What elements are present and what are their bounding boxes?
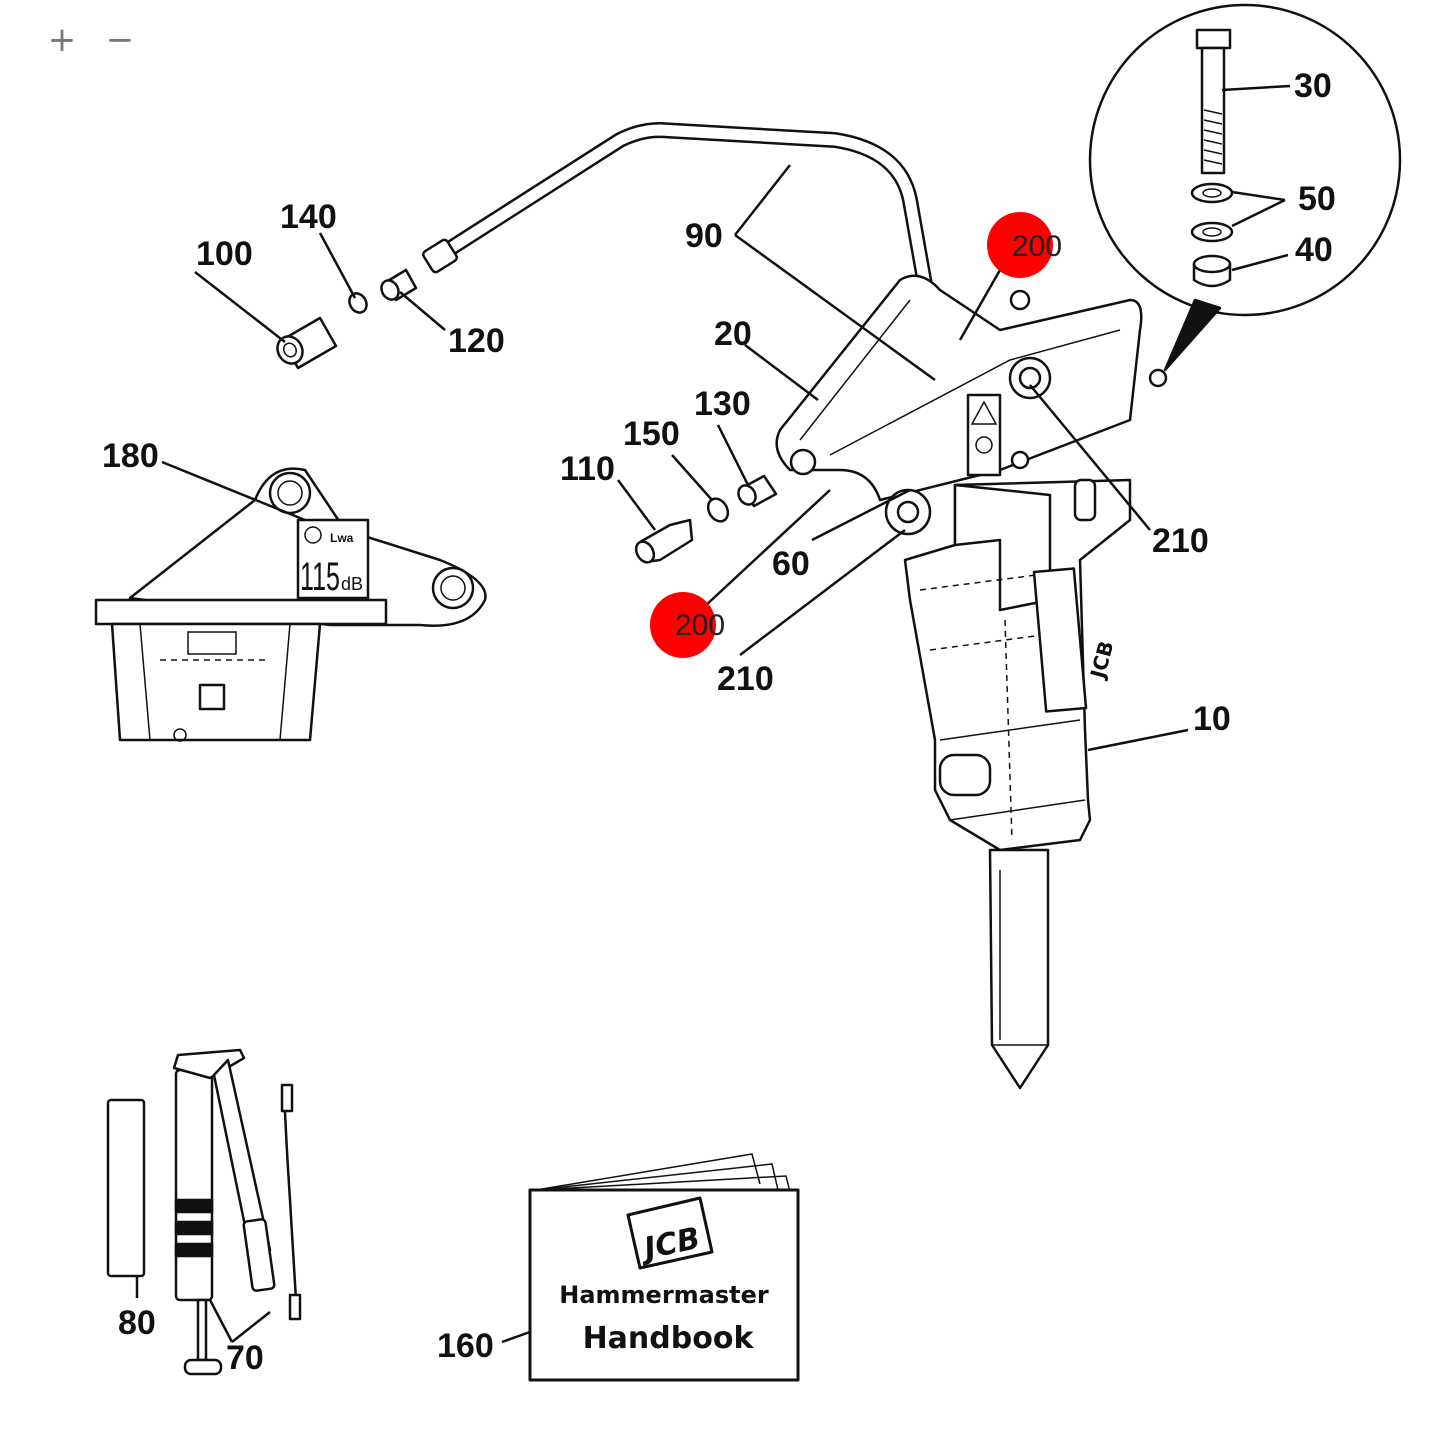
callout-labels: 30 50 40 90 20 140 100 120 130 150 110 6…: [102, 67, 1336, 1377]
callout-30: 30: [1294, 67, 1332, 105]
hotspot-label[interactable]: 200: [1012, 230, 1062, 263]
zoom-controls: + −: [44, 18, 138, 62]
zoom-out-button[interactable]: −: [102, 18, 138, 62]
callout-210-right: 210: [1152, 522, 1209, 560]
callout-150: 150: [623, 415, 680, 453]
hotspot-marker[interactable]: [650, 592, 716, 658]
callout-60: 60: [772, 545, 810, 583]
detail-inset: [1088, 3, 1402, 372]
callout-130: 130: [694, 385, 751, 423]
callout-180: 180: [102, 437, 159, 475]
cartridge-part-80: [106, 1098, 146, 1278]
hotspot-label[interactable]: 200: [675, 609, 725, 642]
oring-part-150: [706, 497, 730, 523]
fitting-part-110: [634, 518, 694, 564]
callout-140: 140: [280, 198, 337, 236]
grease-gun-part-70: [172, 1048, 302, 1376]
oring-part-140: [348, 292, 368, 314]
callout-20: 20: [714, 315, 752, 353]
adapter-part-130: [737, 474, 778, 508]
callout-40: 40: [1295, 231, 1333, 269]
leader-lines: [135, 84, 1291, 1344]
coupling-part-100: [276, 316, 338, 370]
callout-100: 100: [196, 235, 253, 273]
zoom-in-button[interactable]: +: [44, 18, 80, 62]
callout-90: 90: [685, 217, 723, 255]
callout-110: 110: [560, 450, 615, 488]
callout-210-left: 210: [717, 660, 774, 698]
book-title-line2: Handbook: [583, 1321, 755, 1356]
decal-value: 115: [300, 555, 340, 599]
callout-70: 70: [226, 1339, 264, 1377]
decal-lwa-label: Lwa: [330, 531, 354, 545]
callout-80: 80: [118, 1304, 156, 1342]
callout-120: 120: [448, 322, 505, 360]
hotspot-200-lower[interactable]: 200: [650, 592, 725, 658]
decal-unit: dB: [341, 574, 363, 594]
callout-10: 10: [1193, 700, 1231, 738]
book-title-line1: Hammermaster: [559, 1281, 769, 1309]
hotspot-200-upper[interactable]: 200: [987, 212, 1062, 278]
adapter-part-120: [380, 268, 418, 302]
callout-160: 160: [437, 1327, 494, 1365]
hose-part-90: [422, 122, 933, 287]
handbook-part-160: JCB Hammermaster Handbook: [528, 1153, 800, 1382]
hotspot-marker[interactable]: [987, 212, 1053, 278]
hammer-brand: JCB: [1085, 638, 1118, 682]
bracket-decal-view: Lwa 115 dB: [94, 467, 487, 742]
hammer-part-10: JCB: [903, 450, 1132, 1090]
callout-50: 50: [1298, 180, 1336, 218]
